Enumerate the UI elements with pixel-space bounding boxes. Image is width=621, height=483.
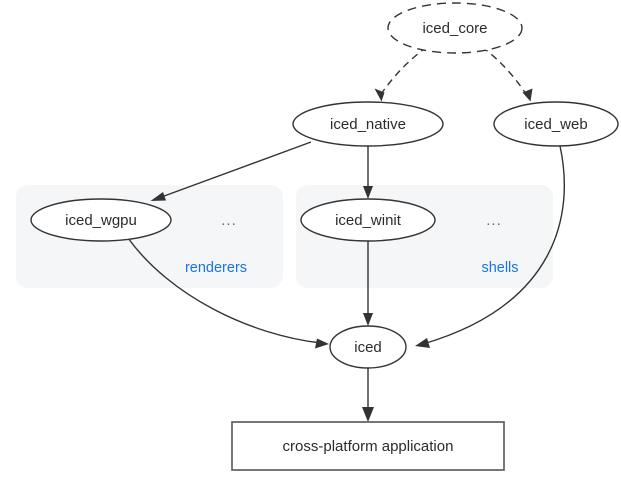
renderers-more-placeholder: ... bbox=[221, 212, 237, 229]
edge-native-to-winit-arrowhead bbox=[363, 186, 373, 199]
edge-core-to-web-arrowhead bbox=[522, 88, 533, 102]
node-iced-web[interactable]: iced_web bbox=[493, 101, 619, 147]
node-iced-core-label: iced_core bbox=[422, 20, 487, 37]
edge-winit-to-iced bbox=[363, 241, 373, 326]
edge-iced-to-application bbox=[362, 368, 374, 422]
node-iced-wgpu[interactable]: iced_wgpu bbox=[30, 198, 172, 242]
node-cross-platform-application-label: cross-platform application bbox=[283, 438, 454, 455]
edge-native-to-winit bbox=[363, 146, 373, 199]
edge-iced-to-application-arrowhead bbox=[362, 407, 374, 422]
node-cross-platform-application[interactable]: cross-platform application bbox=[231, 421, 505, 471]
edge-wgpu-to-iced-line bbox=[127, 237, 322, 344]
node-iced-native[interactable]: iced_native bbox=[292, 101, 444, 147]
edge-core-to-native-arrowhead bbox=[374, 88, 385, 102]
cluster-renderers-label: renderers bbox=[185, 260, 247, 276]
node-iced-core[interactable]: iced_core bbox=[387, 2, 523, 54]
node-iced-winit-ellipse[interactable] bbox=[300, 198, 436, 242]
node-iced-core-ellipse[interactable] bbox=[387, 2, 523, 54]
node-iced-web-ellipse[interactable] bbox=[493, 101, 619, 147]
node-iced-web-label: iced_web bbox=[524, 116, 587, 133]
node-iced-wgpu-ellipse[interactable] bbox=[30, 198, 172, 242]
edge-wgpu-to-iced bbox=[127, 237, 329, 349]
node-iced-label: iced bbox=[354, 339, 382, 356]
edge-native-to-wgpu-arrowhead bbox=[150, 192, 166, 201]
edge-web-to-iced-line bbox=[422, 145, 565, 345]
edge-core-to-native-line bbox=[378, 46, 428, 98]
edge-web-to-iced bbox=[415, 145, 565, 348]
cluster-shells-label: shells bbox=[481, 260, 518, 276]
edge-winit-to-iced-arrowhead bbox=[363, 313, 373, 326]
node-iced-native-label: iced_native bbox=[330, 116, 406, 133]
edge-native-to-wgpu bbox=[150, 141, 312, 201]
node-iced[interactable]: iced bbox=[329, 325, 407, 369]
node-iced-winit[interactable]: iced_winit bbox=[300, 198, 436, 242]
node-iced-wgpu-label: iced_wgpu bbox=[65, 212, 137, 229]
shells-more-placeholder: ... bbox=[486, 212, 502, 229]
node-iced-ellipse[interactable] bbox=[329, 325, 407, 369]
edge-web-to-iced-arrowhead bbox=[415, 338, 430, 348]
node-cross-platform-application-box[interactable] bbox=[231, 421, 505, 471]
edge-native-to-wgpu-line bbox=[155, 141, 312, 200]
node-iced-winit-label: iced_winit bbox=[335, 212, 402, 229]
edge-wgpu-to-iced-arrowhead bbox=[315, 338, 329, 349]
node-iced-native-ellipse[interactable] bbox=[292, 101, 444, 147]
edge-core-to-web bbox=[481, 46, 533, 102]
edge-core-to-native bbox=[374, 46, 428, 102]
edge-core-to-web-line bbox=[481, 46, 529, 98]
